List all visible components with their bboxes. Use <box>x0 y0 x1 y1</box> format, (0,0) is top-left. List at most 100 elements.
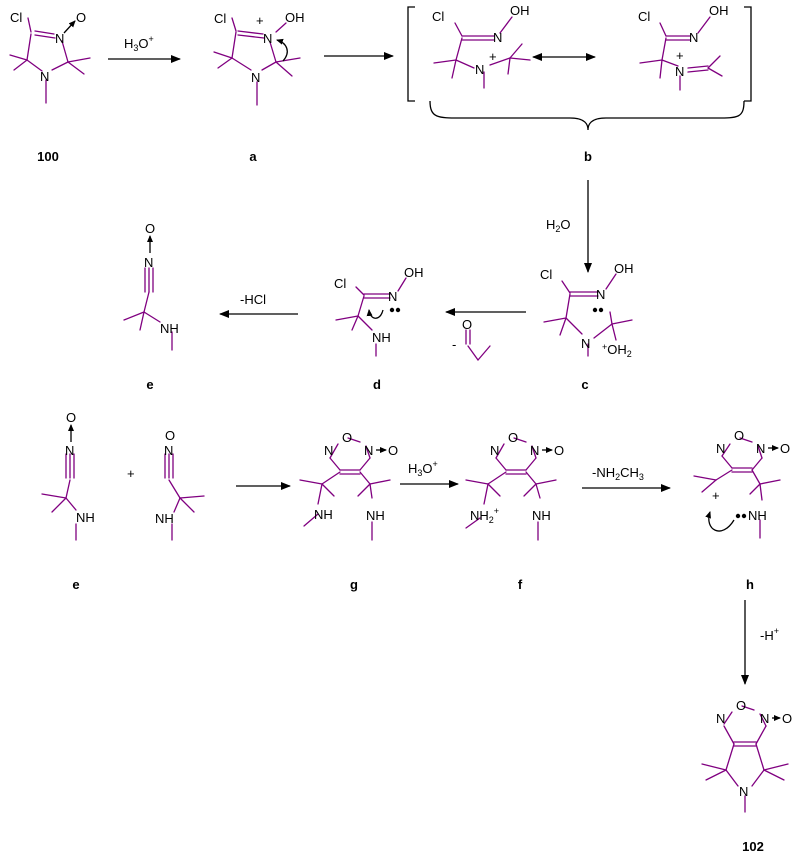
atom-n: N <box>490 443 499 458</box>
compound-b-form1: Cl N OH N + <box>432 3 531 89</box>
atom-nh: NH <box>748 508 767 523</box>
atom-cl: Cl <box>214 11 226 26</box>
label-a: a <box>249 149 257 164</box>
atom-n: N <box>324 443 333 458</box>
atom-nh2-plus: NH2+ <box>470 506 499 525</box>
atom-o: O <box>342 430 352 445</box>
atom-oh: OH <box>285 10 305 25</box>
atom-oh: OH <box>614 261 634 276</box>
charge-plus: + <box>712 488 720 503</box>
atom-n: N <box>65 443 74 458</box>
atom-o: O <box>736 698 746 713</box>
atom-nh: NH <box>366 508 385 523</box>
compound-d: Cl N OH NH <box>334 265 424 357</box>
lone-pair <box>735 513 741 519</box>
compound-e-top: O N NH <box>123 221 179 351</box>
atom-n: N <box>716 711 725 726</box>
atom-nh: NH <box>532 508 551 523</box>
atom-o: O <box>462 317 472 332</box>
atom-oh: OH <box>709 3 729 18</box>
label-f: f <box>518 577 523 592</box>
compound-b-form2: Cl N OH N + <box>638 3 729 91</box>
atom-n: N <box>530 443 539 458</box>
curved-arrow <box>366 309 384 319</box>
atom-n: N <box>364 443 373 458</box>
compound-e-mirror: O N NH <box>155 428 205 541</box>
condition-nh2ch3: -NH2CH3 <box>592 465 644 482</box>
atom-o: O <box>734 428 744 443</box>
atom-n: N <box>739 784 748 799</box>
atom-n: N <box>475 62 484 77</box>
atom-n: N <box>596 287 605 302</box>
atom-n: N <box>581 336 590 351</box>
atom-cl: Cl <box>638 9 650 24</box>
curved-arrow <box>276 38 288 62</box>
atom-n: N <box>144 255 153 270</box>
lone-pair <box>598 307 604 313</box>
lone-pair <box>389 307 395 313</box>
charge-plus: + <box>489 49 497 64</box>
atom-o: O <box>165 428 175 443</box>
svg-text:-: - <box>452 337 456 352</box>
atom-cl: Cl <box>334 276 346 291</box>
atom-o: O <box>76 10 86 25</box>
atom-o: O <box>66 410 76 425</box>
lone-pair <box>592 307 598 313</box>
atom-cl: Cl <box>10 10 22 25</box>
compound-f: N O N O NH2+ NH <box>465 430 564 541</box>
label-e-left: e <box>72 577 79 592</box>
plus-sign: + <box>127 466 135 481</box>
atom-n: N <box>675 64 684 79</box>
label-c: c <box>581 377 588 392</box>
atom-n: N <box>55 31 64 46</box>
atom-n: N <box>493 30 502 45</box>
compound-102: N O N O N <box>701 698 792 813</box>
atom-n: N <box>263 31 272 46</box>
label-g: g <box>350 577 358 592</box>
atom-oh: OH <box>404 265 424 280</box>
atom-o: O <box>388 443 398 458</box>
atom-oh2: +OH2 <box>602 342 632 359</box>
atom-o: O <box>145 221 155 236</box>
label-b: b <box>584 149 592 164</box>
atom-n: N <box>251 70 260 85</box>
atom-n: N <box>164 443 173 458</box>
compound-h: N O N O + NH <box>693 428 790 539</box>
label-100: 100 <box>37 149 59 164</box>
acetone: - O <box>452 317 491 361</box>
label-h: h <box>746 577 754 592</box>
compound-a: Cl N + OH N <box>213 10 305 106</box>
atom-n: N <box>40 69 49 84</box>
atom-nh: NH <box>160 321 179 336</box>
lone-pair <box>741 513 747 519</box>
atom-n: N <box>388 289 397 304</box>
atom-nh: NH <box>314 507 333 522</box>
atom-n: N <box>760 711 769 726</box>
charge-plus: + <box>676 48 684 63</box>
condition-hcl: -HCl <box>240 292 266 307</box>
atom-n: N <box>716 441 725 456</box>
compound-c: Cl N OH N +OH2 <box>540 261 634 359</box>
label-d: d <box>373 377 381 392</box>
compound-e-left: O N NH <box>41 410 95 541</box>
charge-plus: + <box>256 13 264 28</box>
curved-arrow <box>705 511 735 532</box>
atom-cl: Cl <box>432 9 444 24</box>
label-e-top: e <box>146 377 153 392</box>
atom-cl: Cl <box>540 267 552 282</box>
atom-n: N <box>689 30 698 45</box>
compound-g: N O N O NH NH <box>299 430 398 541</box>
atom-oh: OH <box>510 3 530 18</box>
atom-o: O <box>780 441 790 456</box>
n-oxide-arrow <box>63 20 76 34</box>
condition-h3o-2: H3O+ <box>408 459 438 478</box>
label-102: 102 <box>742 839 764 854</box>
condition-h3o-1: H3O+ <box>124 34 154 53</box>
atom-nh: NH <box>155 511 174 526</box>
condition-minus-h: -H+ <box>760 626 779 643</box>
atom-nh: NH <box>76 510 95 525</box>
lone-pair <box>395 307 401 313</box>
atom-nh: NH <box>372 330 391 345</box>
atom-o: O <box>554 443 564 458</box>
